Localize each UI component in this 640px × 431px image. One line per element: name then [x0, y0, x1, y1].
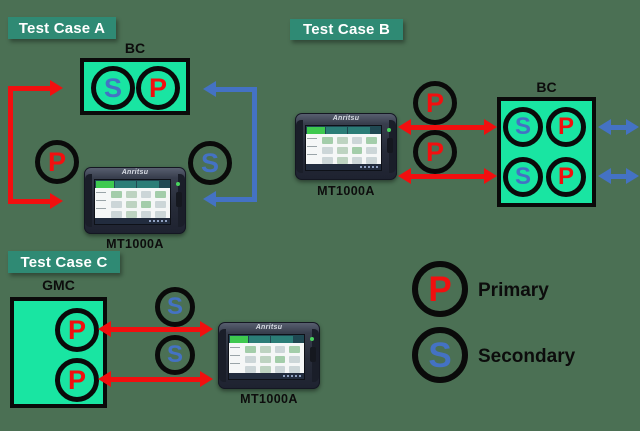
case-c-title: Test Case C — [8, 251, 120, 273]
device-left-grip — [296, 120, 303, 173]
screen-tab-bar — [306, 126, 381, 134]
red-connector-line — [8, 86, 13, 204]
screen-status-bar — [95, 218, 170, 224]
case-a-clock-label: BC — [124, 40, 146, 56]
side-button — [387, 138, 393, 153]
case-b-primary-badge-2: P — [413, 130, 457, 174]
device-screen — [228, 334, 305, 380]
power-led-icon — [176, 182, 180, 186]
red-link-arrow-2 — [98, 371, 213, 387]
port-letter: P — [67, 364, 86, 395]
legend-secondary-icon: S — [412, 327, 468, 383]
primary-port-icon: P — [546, 157, 586, 197]
port-letter: P — [47, 146, 66, 177]
blue-connector-line — [252, 87, 257, 202]
case-b-device-label: MT1000A — [317, 184, 375, 198]
side-button — [310, 347, 316, 362]
port-letter: P — [425, 136, 444, 167]
device-left-grip — [219, 329, 226, 382]
case-b-clock-label: BC — [536, 79, 557, 95]
port-letter: P — [428, 269, 452, 309]
screen-status-bar — [306, 164, 381, 170]
case-a-device: Anritsu — [84, 167, 186, 234]
legend-primary-icon: P — [412, 261, 468, 317]
legend-secondary-label: Secondary — [478, 346, 576, 367]
mt1000a-device: Anritsu — [295, 113, 397, 180]
mt1000a-device: Anritsu — [84, 167, 186, 234]
screen-side-menu — [307, 136, 317, 162]
legend-primary-label: Primary — [478, 280, 549, 301]
anritsu-logo: Anritsu — [332, 115, 360, 122]
case-c-clock-label: GMC — [42, 277, 75, 293]
primary-port-icon: P — [546, 107, 586, 147]
primary-port-icon: P — [55, 358, 99, 402]
case-c-secondary-badge-1: S — [155, 287, 195, 327]
port-letter: S — [514, 163, 531, 190]
secondary-port-icon: S — [91, 66, 135, 110]
primary-port-icon: P — [136, 66, 180, 110]
port-letter: P — [67, 314, 86, 345]
blue-uplink-arrow-2 — [598, 168, 639, 184]
case-b-device: Anritsu — [295, 113, 397, 180]
case-a-device-label: MT1000A — [106, 237, 164, 251]
case-a-secondary-badge: S — [188, 141, 232, 185]
case-c-gmc-box: P P — [10, 297, 107, 408]
device-left-grip — [85, 174, 92, 227]
port-letter: P — [425, 87, 444, 118]
port-letter: S — [166, 293, 183, 320]
blue-arrow-to-device — [203, 191, 257, 207]
screen-side-menu — [96, 190, 106, 216]
screen-tab-bar — [95, 180, 170, 188]
red-link-arrow-1 — [98, 321, 213, 337]
secondary-port-icon: S — [503, 157, 543, 197]
secondary-port-icon: S — [503, 107, 543, 147]
red-link-arrow-2 — [398, 168, 497, 184]
screen-tab-bar — [229, 335, 304, 343]
port-letter: S — [514, 113, 531, 140]
case-a-title: Test Case A — [8, 17, 116, 39]
anritsu-logo: Anritsu — [255, 324, 283, 331]
port-letter: P — [557, 163, 574, 190]
red-arrow-to-device — [8, 193, 63, 209]
case-c-device: Anritsu — [218, 322, 320, 389]
device-screen — [305, 125, 382, 171]
screen-status-bar — [229, 373, 304, 379]
blue-arrow-to-bc — [203, 81, 257, 97]
port-letter: P — [148, 72, 167, 103]
case-b-primary-badge-1: P — [413, 81, 457, 125]
case-b-title: Test Case B — [290, 19, 403, 40]
case-a-primary-badge: P — [35, 140, 79, 184]
case-c-secondary-badge-2: S — [155, 335, 195, 375]
red-arrow-to-bc — [8, 80, 63, 96]
side-button — [176, 192, 182, 207]
port-letter: S — [200, 147, 219, 178]
case-a-bc-box: S P — [80, 58, 190, 115]
port-letter: S — [103, 72, 122, 103]
device-screen — [94, 179, 171, 225]
screen-side-menu — [230, 345, 240, 371]
port-letter: S — [428, 335, 452, 375]
case-c-device-label: MT1000A — [240, 392, 298, 406]
case-b-bc-box: S P S P — [497, 97, 596, 207]
screen-app-grid — [95, 188, 170, 218]
port-letter: P — [557, 113, 574, 140]
primary-port-icon: P — [55, 308, 99, 352]
screen-app-grid — [306, 134, 381, 164]
red-link-arrow-1 — [398, 119, 497, 135]
power-led-icon — [310, 337, 314, 341]
power-led-icon — [387, 128, 391, 132]
port-letter: S — [166, 341, 183, 368]
anritsu-logo: Anritsu — [121, 169, 149, 176]
mt1000a-device: Anritsu — [218, 322, 320, 389]
blue-uplink-arrow-1 — [598, 119, 639, 135]
screen-app-grid — [229, 343, 304, 373]
